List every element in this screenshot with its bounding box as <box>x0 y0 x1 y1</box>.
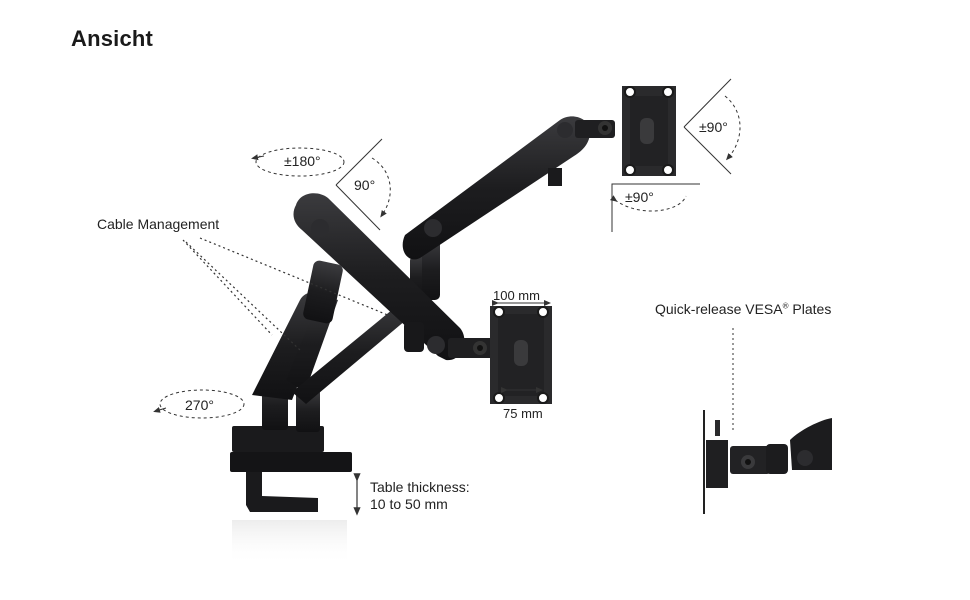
top-tilt-joint <box>575 120 615 138</box>
cable-management-pointers <box>182 237 396 351</box>
arm-rotate-indicator <box>335 138 391 231</box>
quick-release-suffix: Plates <box>788 301 832 317</box>
upper-arm-front <box>293 193 465 361</box>
front-tilt-joint <box>448 338 493 358</box>
upper-arm-top <box>402 116 590 260</box>
arm-swivel-angle: ±180° <box>284 153 321 169</box>
front-vesa-plate <box>490 306 552 404</box>
quick-release-label: Quick-release VESA® Plates <box>655 301 831 317</box>
arm-swivel-indicator <box>251 147 345 177</box>
base-reflection <box>232 520 347 565</box>
page-title: Ansicht <box>71 26 154 51</box>
quick-release-prefix: Quick-release VESA <box>655 301 783 317</box>
top-vesa-plate <box>622 86 676 176</box>
cable-management-label: Cable Management <box>97 216 220 232</box>
vesa-width-label: 100 mm <box>493 288 540 303</box>
lower-arm-left <box>252 260 343 400</box>
desk-clamp <box>230 426 352 512</box>
base-rotate-indicator <box>153 389 245 419</box>
quick-release-detail <box>703 328 832 514</box>
registered-mark: ® <box>782 301 789 311</box>
vesa-dimension-lines <box>492 300 551 393</box>
table-thickness-line1: Table thickness: <box>370 479 470 495</box>
vesa-height-label: 75 mm <box>503 406 543 421</box>
tilt-indicator <box>683 78 741 175</box>
tilt-angle: ±90° <box>699 119 728 135</box>
plate-swivel-angle: ±90° <box>625 189 654 205</box>
plate-swivel-indicator <box>610 183 700 232</box>
table-thickness-line2: 10 to 50 mm <box>370 496 448 512</box>
arm-rotate-angle: 90° <box>354 177 376 193</box>
base-rotate-angle: 270° <box>185 397 214 413</box>
